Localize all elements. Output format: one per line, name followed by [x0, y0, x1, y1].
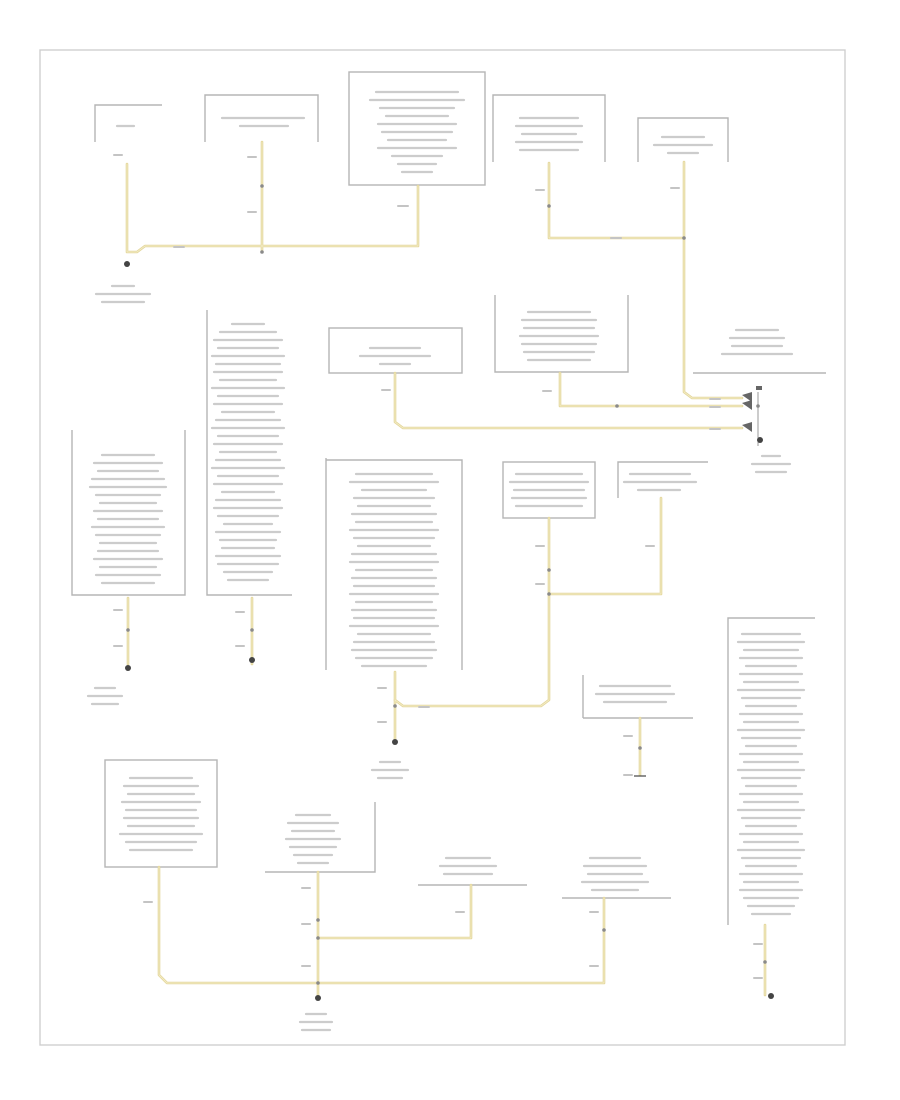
ground-point-2	[757, 437, 763, 443]
component-box-top-left	[94, 104, 162, 142]
connector-terminals	[742, 386, 762, 446]
wire-bottom-4	[316, 896, 606, 985]
component-box-tall-list	[206, 310, 292, 596]
wire-bottom-3	[316, 883, 473, 940]
ground-points	[124, 261, 774, 1001]
ground-point-4	[249, 657, 255, 663]
illegible-label-blocks	[86, 90, 806, 1032]
wire-color-tags	[113, 154, 763, 979]
component-box-left-mid	[71, 430, 186, 596]
wire-mid-1	[393, 371, 744, 430]
diagram-frame	[39, 49, 846, 1046]
component-boxes	[71, 71, 826, 925]
wire-top-right-down	[682, 160, 744, 400]
component-box-top-right	[637, 117, 729, 162]
ground-point-1	[124, 261, 130, 267]
component-box-top-2	[204, 94, 319, 142]
component-box-lower-right-1	[582, 675, 693, 719]
ground-point-3	[125, 665, 131, 671]
ground-point-7	[768, 993, 774, 999]
ground-point-6	[315, 995, 321, 1001]
component-box-top-4	[492, 94, 606, 162]
ground-point-5	[392, 739, 398, 745]
wire-top-4	[547, 161, 686, 240]
component-box-right-list	[727, 617, 815, 925]
component-box-top-3	[348, 71, 486, 186]
wire-bottom-left	[157, 865, 320, 985]
component-box-center-tall	[325, 458, 463, 670]
component-box-center-right-2	[617, 461, 708, 498]
component-box-mid-1	[328, 327, 463, 374]
component-box-bottom-2	[265, 802, 376, 873]
wire-mid-2	[558, 371, 744, 408]
component-box-mid-2	[494, 295, 629, 373]
splice-points	[126, 184, 767, 985]
